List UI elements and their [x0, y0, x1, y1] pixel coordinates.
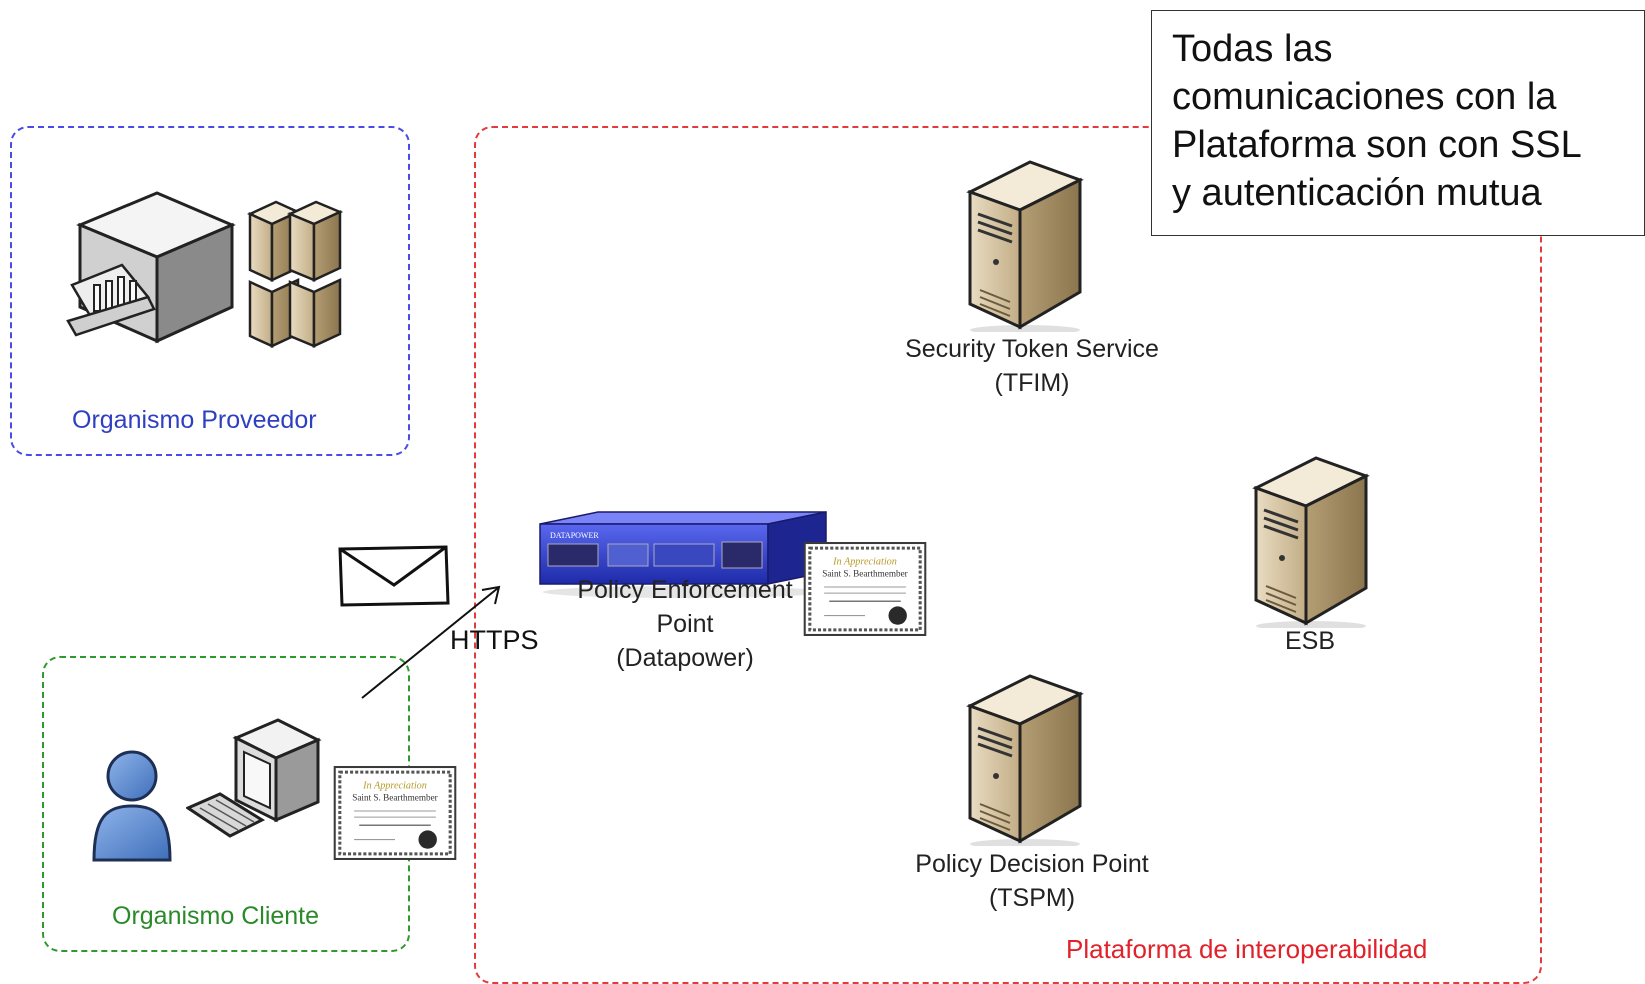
computer-icon: [186, 718, 322, 838]
node-label-pep: Policy Enforcement Point (Datapower): [540, 573, 830, 675]
pep-line-1: Policy Enforcement: [577, 576, 793, 604]
region-label-cliente: Organismo Cliente: [112, 902, 320, 930]
node-label-sts: Security Token Service (TFIM): [872, 332, 1192, 400]
sts-line-2: (TFIM): [994, 369, 1070, 397]
https-connection-arrow: [361, 585, 501, 699]
callout-line-2: comunicaciones con la: [1172, 76, 1557, 118]
envelope-icon: [338, 545, 450, 607]
callout-line-3: Plataforma son con SSL: [1172, 124, 1582, 166]
node-label-esb: ESB: [1285, 627, 1336, 655]
region-organismo-proveedor: [10, 126, 410, 456]
https-label: HTTPS: [450, 625, 539, 655]
tower-server-icon: [1246, 448, 1376, 628]
certificate-icon: [333, 766, 457, 860]
region-label-proveedor: Organismo Proveedor: [72, 406, 317, 434]
sts-line-1: Security Token Service: [905, 335, 1159, 363]
callout-line-1: Todas las: [1172, 28, 1333, 70]
ssl-note-callout: Todas las comunicaciones con la Platafor…: [1151, 10, 1645, 236]
pdp-line-1: Policy Decision Point: [915, 850, 1149, 878]
user-icon: [92, 750, 172, 862]
pep-line-3: (Datapower): [616, 644, 754, 672]
datapower-appliance-icon: DATAPOWER: [539, 511, 827, 598]
svg-text:DATAPOWER: DATAPOWER: [550, 531, 599, 540]
tower-server-icon: [960, 666, 1090, 846]
pdp-line-2: (TSPM): [988, 884, 1076, 912]
server-stack-icon: [246, 200, 344, 348]
region-label-plataforma: Plataforma de interoperabilidad: [1066, 934, 1428, 964]
callout-line-4: y autenticación mutua: [1172, 172, 1542, 214]
pep-line-2: Point: [656, 610, 714, 638]
building-icon: [66, 191, 236, 344]
tower-server-icon: [960, 152, 1090, 332]
node-label-pdp: Policy Decision Point (TSPM): [884, 847, 1180, 915]
